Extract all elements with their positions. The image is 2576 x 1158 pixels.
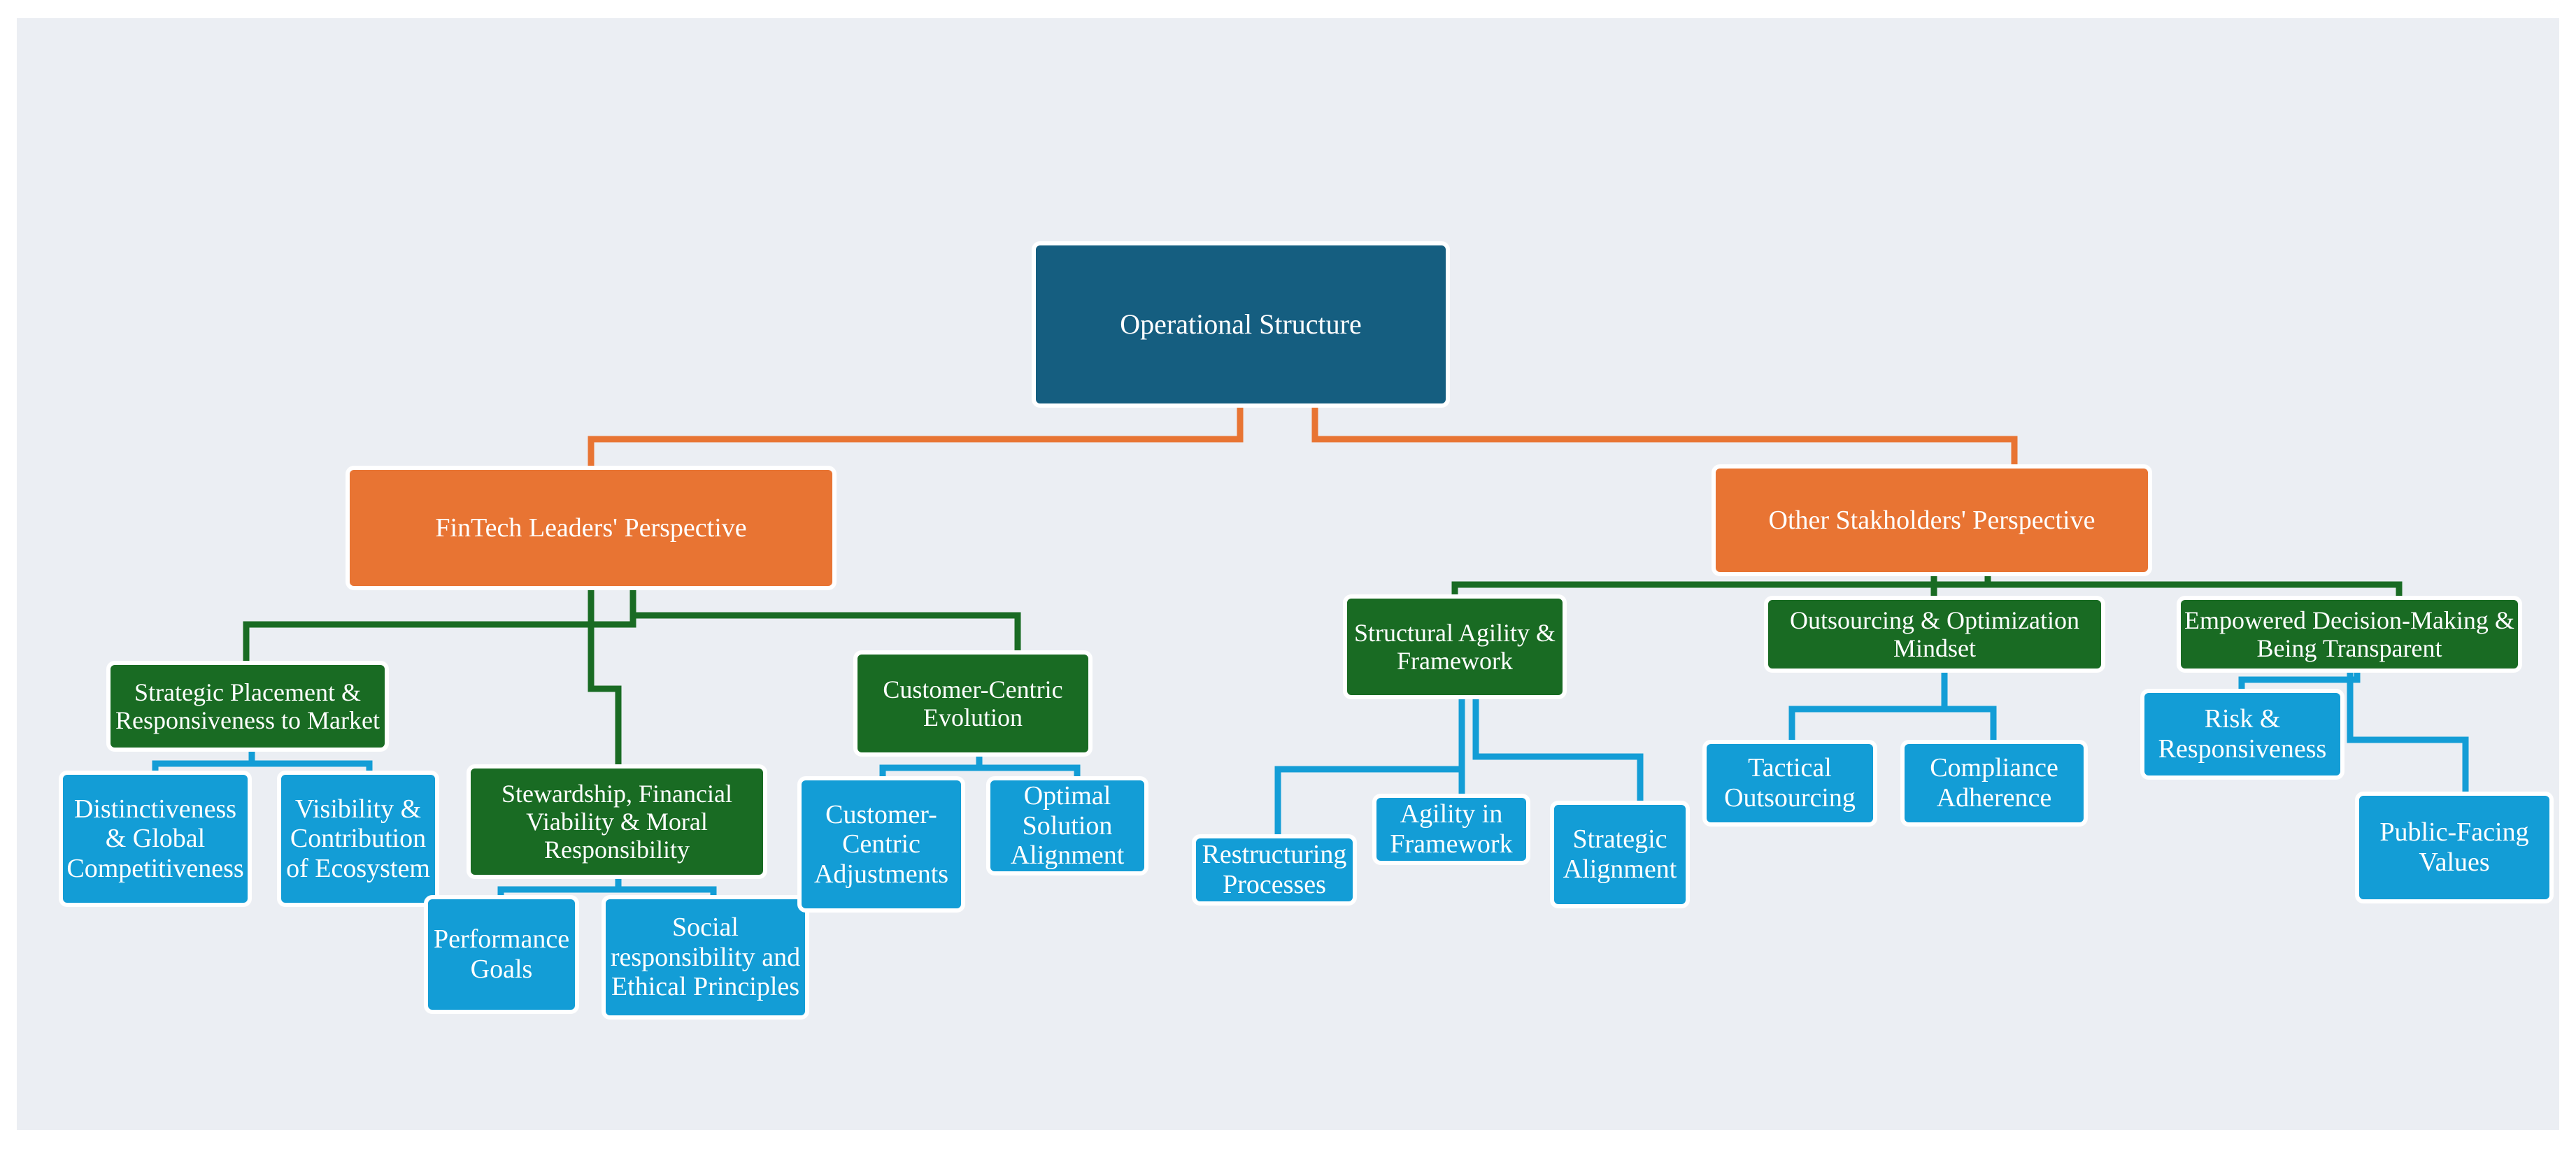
connector-empowered-risk [2238, 670, 2361, 694]
subtheme-restructuring[interactable]: Restructuring Processes [1192, 834, 1357, 906]
connector-fintech-stewardship [588, 584, 622, 769]
perspective-fintech-label: FinTech Leaders' Perspective [435, 513, 747, 543]
theme-structural-agility-label: Structural Agility & Framework [1354, 618, 1556, 675]
subtheme-public-facing[interactable]: Public-Facing Values [2355, 792, 2554, 903]
connector-fintech-strategic [243, 584, 636, 664]
connector-structural-alignment [1472, 696, 1644, 806]
subtheme-compliance[interactable]: Compliance Adherence [1900, 740, 2088, 827]
subtheme-risk-label: Risk & Responsiveness [2158, 704, 2327, 764]
theme-empowered-decision[interactable]: Empowered Decision-Making & Being Transp… [2177, 596, 2522, 673]
subtheme-public-facing-label: Public-Facing Values [2379, 817, 2529, 877]
subtheme-social-responsibility[interactable]: Social responsibility and Ethical Princi… [602, 895, 809, 1020]
theme-empowered-decision-label: Empowered Decision-Making & Being Transp… [2184, 606, 2514, 662]
theme-customer-centric-evolution[interactable]: Customer-Centric Evolution [853, 650, 1093, 757]
subtheme-tactical-outsourcing-label: Tactical Outsourcing [1724, 753, 1856, 813]
subtheme-customer-centric-adjustments-label: Customer-Centric Adjustments [813, 799, 949, 889]
connector-other-structural [1451, 572, 1991, 600]
root-node[interactable]: Operational Structure [1032, 241, 1450, 408]
theme-structural-agility[interactable]: Structural Agility & Framework [1343, 594, 1567, 699]
connector-root-other [1311, 404, 2018, 469]
subtheme-distinctiveness-label: Distinctiveness & Global Competitiveness [66, 794, 244, 883]
subtheme-strategic-alignment[interactable]: Strategic Alignment [1550, 801, 1690, 908]
subtheme-agility-in-framework-label: Agility in Framework [1390, 799, 1513, 859]
subtheme-visibility[interactable]: Visibility & Contribution of Ecosystem [277, 771, 439, 907]
theme-strategic-placement[interactable]: Strategic Placement & Responsiveness to … [106, 661, 389, 752]
theme-stewardship[interactable]: Stewardship, Financial Viability & Moral… [467, 764, 767, 879]
theme-outsourcing[interactable]: Outsourcing & Optimization Mindset [1764, 596, 2105, 673]
theme-stewardship-label: Stewardship, Financial Viability & Moral… [501, 779, 732, 864]
subtheme-performance-goals-label: Performance Goals [433, 924, 570, 984]
perspective-fintech[interactable]: FinTech Leaders' Perspective [346, 466, 837, 590]
connector-outsourcing-compliance [1944, 706, 1997, 745]
connector-structural-restructuring [1274, 696, 1465, 839]
subtheme-visibility-label: Visibility & Contribution of Ecosystem [286, 794, 430, 883]
connector-root-fintech [588, 404, 1244, 472]
subtheme-strategic-alignment-label: Strategic Alignment [1563, 824, 1677, 884]
subtheme-optimal-solution[interactable]: Optimal Solution Alignment [986, 776, 1148, 875]
connector-fintech-customer [633, 612, 1021, 654]
subtheme-distinctiveness[interactable]: Distinctiveness & Global Competitiveness [59, 771, 252, 907]
theme-customer-centric-evolution-label: Customer-Centric Evolution [883, 675, 1063, 731]
subtheme-social-responsibility-label: Social responsibility and Ethical Princi… [610, 913, 801, 1002]
connector-customer-adjust [879, 754, 983, 782]
connector-empowered-public [2347, 670, 2469, 797]
theme-strategic-placement-label: Strategic Placement & Responsiveness to … [115, 678, 380, 734]
perspective-other[interactable]: Other Stakholders' Perspective [1712, 464, 2152, 576]
subtheme-agility-in-framework[interactable]: Agility in Framework [1372, 794, 1530, 865]
root-label: Operational Structure [1120, 308, 1362, 340]
subtheme-risk[interactable]: Risk & Responsiveness [2140, 689, 2344, 780]
perspective-other-label: Other Stakholders' Perspective [1768, 505, 2095, 535]
connector-other-empowered [1988, 581, 2403, 600]
subtheme-optimal-solution-label: Optimal Solution Alignment [1010, 781, 1125, 871]
subtheme-restructuring-label: Restructuring Processes [1202, 840, 1347, 899]
theme-outsourcing-label: Outsourcing & Optimization Mindset [1790, 606, 2079, 662]
subtheme-tactical-outsourcing[interactable]: Tactical Outsourcing [1702, 740, 1877, 827]
subtheme-customer-centric-adjustments[interactable]: Customer-Centric Adjustments [797, 776, 965, 913]
subtheme-performance-goals[interactable]: Performance Goals [424, 895, 579, 1014]
subtheme-compliance-label: Compliance Adherence [1930, 753, 2058, 813]
connector-outsourcing-tactical [1788, 670, 1948, 745]
